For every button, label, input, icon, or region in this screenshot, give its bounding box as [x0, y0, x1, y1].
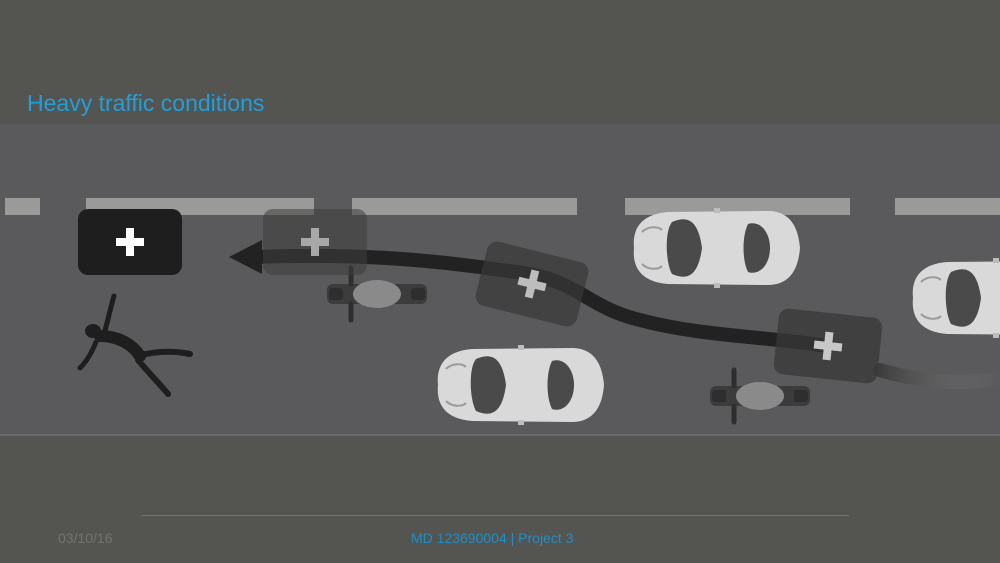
- footer-date: 03/10/16: [58, 530, 113, 546]
- car-icon: [632, 207, 801, 289]
- traffic-scene: [0, 124, 1000, 436]
- ambulance: [78, 209, 182, 275]
- ambulance-ghost: [475, 241, 589, 327]
- direction-arrow-icon: [229, 240, 262, 274]
- lane-markings: [5, 198, 1000, 215]
- injured-person-icon: [77, 293, 193, 397]
- car-icon: [436, 344, 605, 426]
- footer-project: MD 123690004 | Project 3: [411, 530, 574, 546]
- ambulance-trail-fade: [873, 363, 1000, 390]
- slide-title: Heavy traffic conditions: [27, 90, 265, 116]
- ambulance-ghost: [263, 209, 367, 275]
- footer-rule: [142, 515, 849, 516]
- car-icon: [911, 257, 1000, 339]
- ambulance-ghost: [773, 308, 883, 384]
